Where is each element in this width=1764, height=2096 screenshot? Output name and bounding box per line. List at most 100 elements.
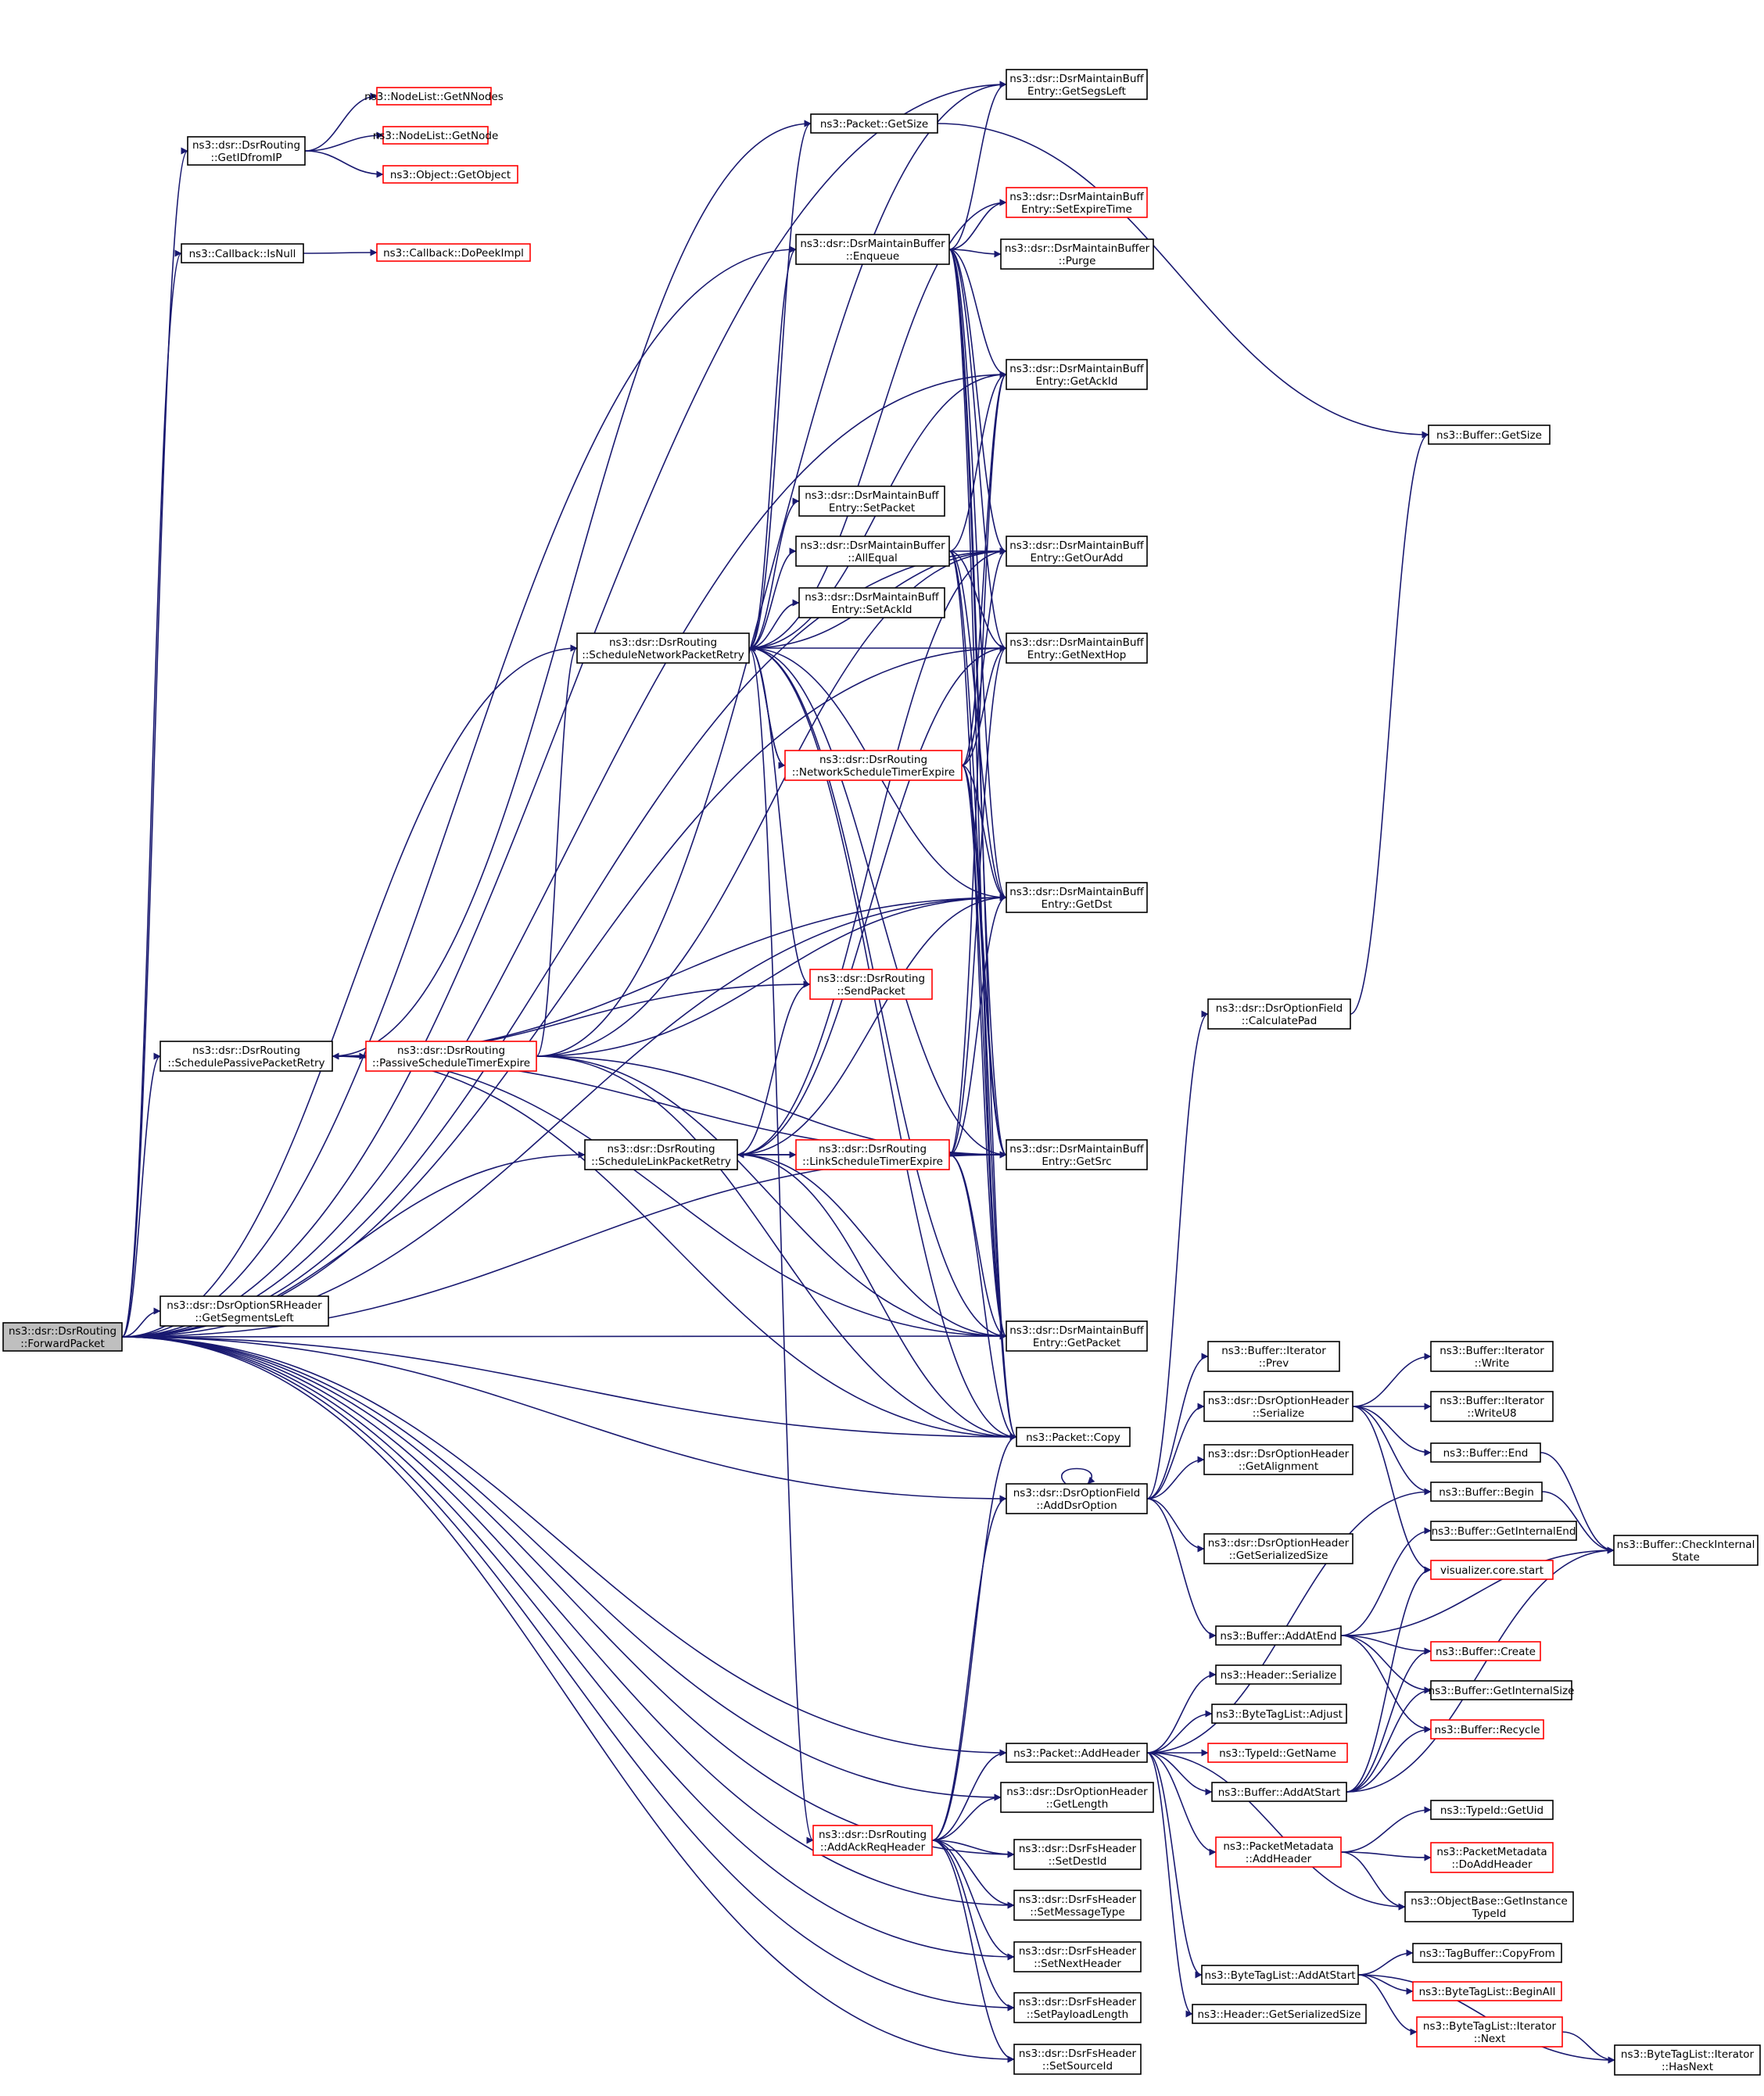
node-schednet[interactable]: ns3::dsr::DsrRouting::ScheduleNetworkPac… <box>576 632 750 664</box>
node-setsourceid[interactable]: ns3::dsr::DsrFsHeader::SetSourceId <box>1013 2044 1142 2075</box>
node-getouradd[interactable]: ns3::dsr::DsrMaintainBuffEntry::GetOurAd… <box>1006 536 1148 567</box>
edge-bufbegin-to-checkstate <box>1541 1491 1615 1554</box>
node-optgetlength[interactable]: ns3::dsr::DsrOptionHeader::GetLength <box>1000 1782 1154 1813</box>
node-linkexpire[interactable]: ns3::dsr::DsrRouting::LinkScheduleTimerE… <box>795 1139 950 1170</box>
node-btlbeginall[interactable]: ns3::ByteTagList::BeginAll <box>1412 1981 1562 2001</box>
node-box <box>376 243 531 262</box>
node-label: ::SetNextHeader <box>1034 1958 1121 1970</box>
node-label: ns3::dsr::DsrRouting <box>397 1044 505 1057</box>
node-bufgetintsize[interactable]: ns3::Buffer::GetInternalSize <box>1429 1680 1575 1700</box>
node-addackreq[interactable]: ns3::dsr::DsrRouting::AddAckReqHeader <box>812 1825 933 1856</box>
node-iterwrite[interactable]: ns3::Buffer::Iterator::Write <box>1430 1341 1554 1372</box>
node-getid[interactable]: ns3::dsr::DsrRouting::GetIDfromIP <box>187 136 306 166</box>
node-pmdoaddheader[interactable]: ns3::PacketMetadata::DoAddHeader <box>1430 1842 1554 1873</box>
node-isnull[interactable]: ns3::Callback::IsNull <box>181 243 304 263</box>
node-bufbegin[interactable]: ns3::Buffer::Begin <box>1430 1482 1543 1502</box>
node-typeidname[interactable]: ns3::TypeId::GetName <box>1207 1743 1348 1763</box>
node-label: ::CalculatePad <box>1242 1015 1318 1027</box>
node-optgetsersize[interactable]: ns3::dsr::DsrOptionHeader::GetSerialized… <box>1203 1533 1353 1564</box>
node-label: ::GetSegmentsLeft <box>195 1312 293 1324</box>
node-calcpad[interactable]: ns3::dsr::DsrOptionField::CalculatePad <box>1207 998 1351 1030</box>
node-pktaddheader[interactable]: ns3::Packet::AddHeader <box>1006 1743 1148 1763</box>
edge-schedpass-to-getpacket <box>332 1055 1007 1340</box>
node-dopeek[interactable]: ns3::Callback::DoPeekImpl <box>376 243 531 262</box>
node-setpayloadlen[interactable]: ns3::dsr::DsrFsHeader::SetPayloadLength <box>1013 1992 1142 2023</box>
node-box <box>1215 1625 1342 1646</box>
edge-linkexpire-to-getackid <box>948 371 1007 1155</box>
node-pktgetsize[interactable]: ns3::Packet::GetSize <box>810 113 938 134</box>
node-netexpire[interactable]: ns3::dsr::DsrRouting::NetworkScheduleTim… <box>784 750 963 781</box>
node-label: ns3::dsr::DsrMaintainBuff <box>1009 1324 1144 1337</box>
node-btladjust[interactable]: ns3::ByteTagList::Adjust <box>1211 1704 1347 1724</box>
node-setmsgtype[interactable]: ns3::dsr::DsrFsHeader::SetMessageType <box>1013 1890 1142 1921</box>
node-getnexthop[interactable]: ns3::dsr::DsrMaintainBuffEntry::GetNextH… <box>1006 632 1148 664</box>
edge-fwd-to-getid <box>121 147 188 1338</box>
node-bufrecycle[interactable]: ns3::Buffer::Recycle <box>1430 1719 1544 1740</box>
node-box <box>1207 998 1351 1030</box>
node-setdestid[interactable]: ns3::dsr::DsrFsHeader::SetDestId <box>1013 1839 1142 1870</box>
node-typeiduid[interactable]: ns3::TypeId::GetUid <box>1430 1800 1554 1820</box>
node-getnode[interactable]: ns3::NodeList::GetNode <box>373 126 499 145</box>
edge-optserialize-to-bufend <box>1352 1406 1432 1456</box>
node-btliterhasnext[interactable]: ns3::ByteTagList::Iterator::HasNext <box>1614 2044 1761 2076</box>
edge-getid-to-getobject <box>304 150 384 178</box>
node-getsegsleft[interactable]: ns3::dsr::DsrMaintainBuffEntry::GetSegsL… <box>1006 69 1148 100</box>
edge-getid-to-getnode <box>304 131 384 152</box>
node-bufgetsize[interactable]: ns3::Buffer::GetSize <box>1428 425 1551 445</box>
node-enqueue[interactable]: ns3::dsr::DsrMaintainBuffer::Enqueue <box>795 234 950 265</box>
node-btliternext[interactable]: ns3::ByteTagList::Iterator::Next <box>1416 2016 1563 2048</box>
edge-fwd-to-getouradd <box>121 547 1007 1338</box>
node-hdrserialize[interactable]: ns3::Header::Serialize <box>1215 1664 1342 1685</box>
node-pktcopy[interactable]: ns3::Packet::Copy <box>1016 1427 1131 1447</box>
node-setpacket[interactable]: ns3::dsr::DsrMaintainBuffEntry::SetPacke… <box>798 485 945 517</box>
node-schedpass[interactable]: ns3::dsr::DsrRouting::SchedulePassivePac… <box>160 1041 333 1072</box>
node-iterwriteu8[interactable]: ns3::Buffer::Iterator::WriteU8 <box>1430 1391 1554 1422</box>
node-box <box>1013 2044 1142 2075</box>
node-allequal[interactable]: ns3::dsr::DsrMaintainBuffer::AllEqual <box>795 536 950 567</box>
node-getnnodes[interactable]: ns3::NodeList::GetNNodes <box>364 87 504 106</box>
node-adddsropt[interactable]: ns3::dsr::DsrOptionField::AddDsrOption <box>1006 1483 1148 1514</box>
node-purge[interactable]: ns3::dsr::DsrMaintainBuffer::Purge <box>1000 238 1154 270</box>
node-passexpire[interactable]: ns3::dsr::DsrRouting::PassiveScheduleTim… <box>365 1041 537 1072</box>
node-label: visualizer.core.start <box>1440 1564 1544 1577</box>
node-iterprev[interactable]: ns3::Buffer::Iterator::Prev <box>1207 1341 1340 1372</box>
node-getpacket[interactable]: ns3::dsr::DsrMaintainBuffEntry::GetPacke… <box>1006 1320 1148 1352</box>
node-getsegmentsleft[interactable]: ns3::dsr::DsrOptionSRHeader::GetSegments… <box>160 1295 329 1327</box>
edge-fwd-to-getsegsleft <box>121 81 1007 1338</box>
node-bufend[interactable]: ns3::Buffer::End <box>1430 1442 1541 1463</box>
node-label: ::SetSourceId <box>1042 2060 1113 2073</box>
node-optserialize[interactable]: ns3::dsr::DsrOptionHeader::Serialize <box>1203 1391 1353 1422</box>
edge-pktgetsize-to-bufgetsize <box>937 123 1429 439</box>
node-getalign[interactable]: ns3::dsr::DsrOptionHeader::GetAlignment <box>1203 1444 1353 1475</box>
node-bufgetintend[interactable]: ns3::Buffer::GetInternalEnd <box>1430 1521 1577 1541</box>
node-box <box>1203 1391 1353 1422</box>
node-setexpire[interactable]: ns3::dsr::DsrMaintainBuffEntry::SetExpir… <box>1006 187 1148 218</box>
node-hdrgetsersize[interactable]: ns3::Header::GetSerializedSize <box>1192 2004 1367 2024</box>
node-pmaddheader[interactable]: ns3::PacketMetadata::AddHeader <box>1215 1836 1342 1868</box>
node-getobject[interactable]: ns3::Object::GetObject <box>382 165 518 184</box>
node-label: ::AddAckReqHeader <box>820 1841 926 1854</box>
node-label: ::Purge <box>1059 255 1096 267</box>
node-schedlink[interactable]: ns3::dsr::DsrRouting::ScheduleLinkPacket… <box>584 1139 738 1170</box>
node-sendpacket[interactable]: ns3::dsr::DsrRouting::SendPacket <box>809 969 933 1000</box>
node-vizstart[interactable]: visualizer.core.start <box>1430 1560 1554 1580</box>
node-tagcopyfrom[interactable]: ns3::TagBuffer::CopyFrom <box>1412 1943 1562 1963</box>
node-setnexthdr[interactable]: ns3::dsr::DsrFsHeader::SetNextHeader <box>1013 1941 1142 1972</box>
node-label: ::SetMessageType <box>1030 1906 1124 1919</box>
node-bufcreate[interactable]: ns3::Buffer::Create <box>1430 1641 1541 1661</box>
node-box <box>1203 1533 1353 1564</box>
node-bufaddatend[interactable]: ns3::Buffer::AddAtEnd <box>1215 1625 1342 1646</box>
node-btladdatstart[interactable]: ns3::ByteTagList::AddAtStart <box>1201 1965 1359 1985</box>
node-label: ns3::Buffer::Recycle <box>1434 1724 1540 1736</box>
node-label: ::WriteU8 <box>1467 1407 1516 1420</box>
node-box <box>1215 1664 1342 1685</box>
node-bufaddatstart[interactable]: ns3::Buffer::AddAtStart <box>1211 1782 1347 1802</box>
node-box <box>1192 2004 1367 2024</box>
